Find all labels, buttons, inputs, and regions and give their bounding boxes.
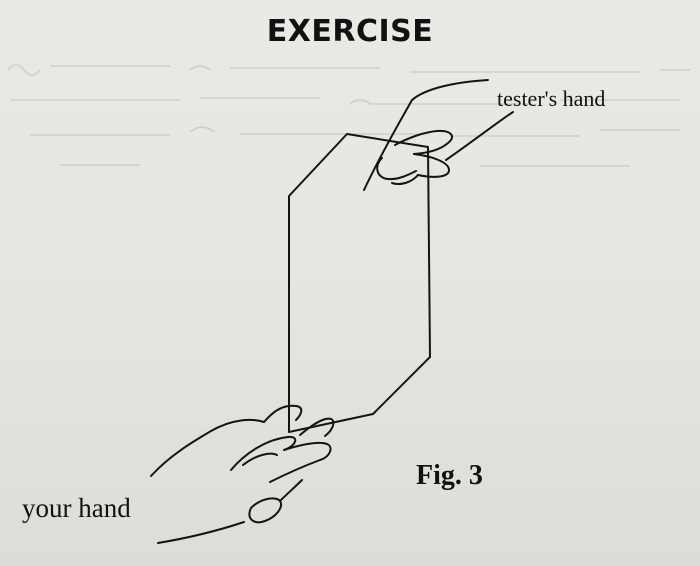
figure-caption: Fig. 3 — [416, 460, 483, 491]
ruler-outline — [288, 133, 431, 433]
your-hand-drawing — [150, 404, 335, 544]
tester-hand-drawing — [363, 79, 514, 191]
page-title: EXERCISE — [266, 14, 434, 49]
tester-hand-label: tester's hand — [497, 86, 606, 111]
your-hand-label: your hand — [22, 493, 131, 523]
